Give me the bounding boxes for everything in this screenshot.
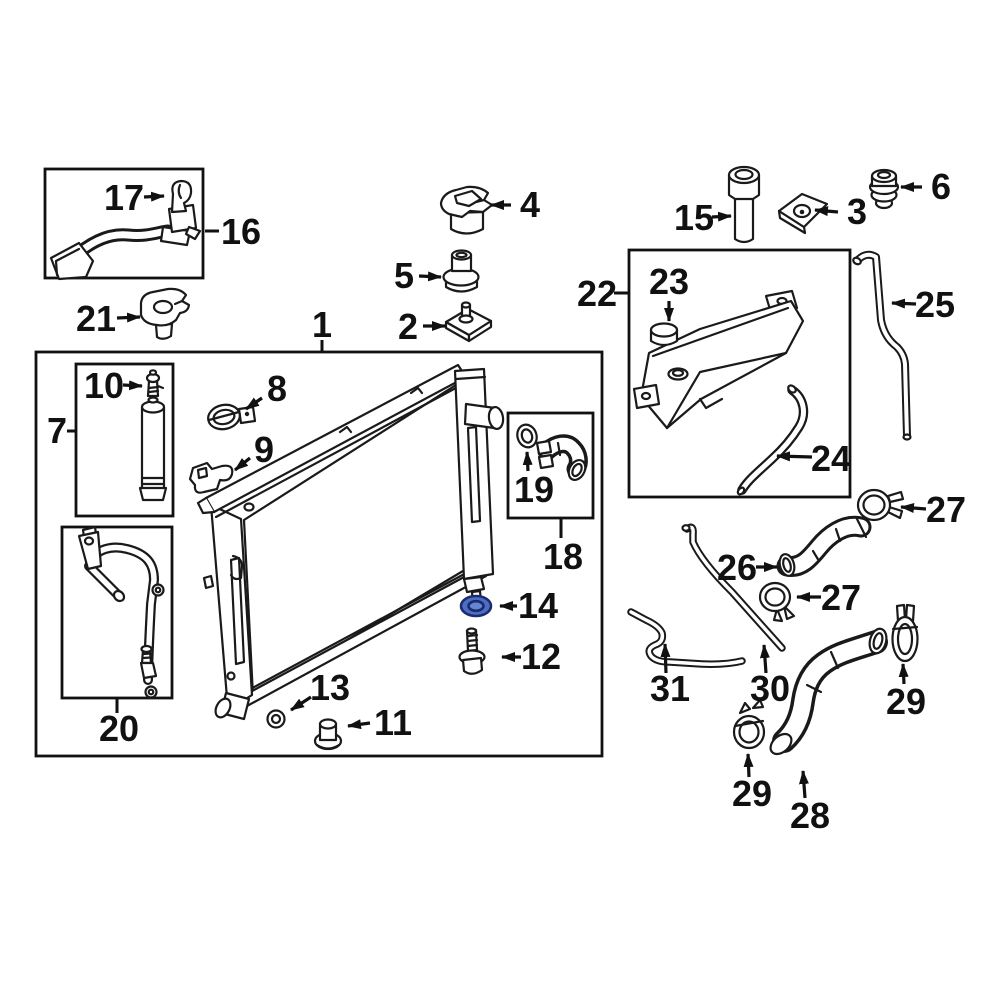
group-box-22	[627, 248, 852, 499]
callout-31[interactable]: 31	[650, 668, 690, 709]
part-12-bolt-drawing	[458, 627, 486, 675]
callout-24[interactable]: 24	[811, 438, 851, 479]
callout-9[interactable]: 9	[254, 429, 274, 470]
part-27-clamp-lower-drawing	[758, 581, 796, 623]
part-20-pipe-assembly-drawing	[77, 525, 165, 699]
part-16-hose-drawing	[49, 224, 192, 281]
arrow-to-part-10	[122, 380, 143, 391]
arrow-to-part-28	[798, 770, 809, 799]
part-31-hose-drawing	[627, 608, 746, 668]
group-box-18	[506, 411, 595, 520]
callout-5[interactable]: 5	[394, 255, 414, 296]
group-box-16	[43, 167, 205, 280]
callout-22[interactable]: 22	[577, 273, 617, 314]
arrow-to-part-13	[290, 695, 312, 712]
part-15-filler-tube-drawing	[727, 165, 761, 244]
callout-29-right[interactable]: 29	[886, 681, 926, 722]
arrow-to-part-11	[347, 719, 371, 730]
callout-17[interactable]: 17	[104, 177, 144, 218]
arrow-to-part-9	[234, 456, 251, 472]
callout-6[interactable]: 6	[931, 166, 951, 207]
part-28-lower-hose-drawing	[769, 627, 888, 756]
part-29-clamp-right-drawing	[891, 603, 919, 663]
part-23-cap-drawing	[649, 322, 679, 347]
callout-1[interactable]: 1	[312, 304, 332, 345]
callout-13[interactable]: 13	[310, 667, 350, 708]
callout-26[interactable]: 26	[717, 547, 757, 588]
part-14-oring-highlighted[interactable]	[459, 594, 493, 618]
part-11-grommet-drawing	[313, 718, 343, 751]
part-24-overflow-hose-drawing	[736, 384, 809, 496]
part-22-reservoir-tank-drawing	[632, 289, 805, 430]
part-17-valve-drawing	[167, 179, 202, 241]
callout-14[interactable]: 14	[518, 585, 558, 626]
callout-18[interactable]: 18	[543, 536, 583, 577]
part-18-outlet-elbow-drawing	[535, 434, 588, 482]
callout-19[interactable]: 19	[514, 469, 554, 510]
callout-11[interactable]: 11	[374, 702, 412, 743]
part-9-bracket-drawing	[188, 461, 234, 494]
callout-28[interactable]: 28	[790, 795, 830, 836]
arrow-to-part-31	[660, 643, 671, 674]
part-27-clamp-upper-drawing	[856, 488, 905, 522]
arrow-to-part-27-upper	[900, 503, 927, 514]
callout-27-lower[interactable]: 27	[821, 577, 861, 618]
arrow-to-part-19	[522, 451, 533, 472]
arrow-to-part-17	[143, 191, 165, 202]
part-13-oring-drawing	[266, 709, 286, 729]
callout-30[interactable]: 30	[750, 668, 790, 709]
part-19-oring-drawing	[516, 423, 538, 449]
part-25-drain-hose-drawing	[852, 250, 912, 441]
arrow-to-part-29-left	[743, 753, 754, 778]
callout-12[interactable]: 12	[521, 636, 561, 677]
arrow-to-part-8	[245, 396, 263, 411]
part-2-stud-plate-drawing	[444, 301, 493, 343]
callout-20[interactable]: 20	[99, 708, 139, 749]
arrow-to-part-21	[116, 312, 141, 323]
part-1-radiator-drawing	[196, 363, 505, 721]
part-30-hose-drawing	[681, 523, 786, 652]
callout-2[interactable]: 2	[398, 306, 418, 347]
part-4-cap-drawing	[439, 185, 494, 235]
part-26-upper-hose-drawing	[776, 515, 872, 577]
part-8-clamp-drawing	[207, 403, 257, 431]
part-29-clamp-left-drawing	[732, 698, 766, 750]
arrow-to-part-5	[418, 271, 442, 282]
part-3-mount-plate-drawing	[777, 192, 829, 235]
arrow-to-part-15	[711, 211, 732, 222]
arrow-to-part-29-right	[898, 663, 909, 685]
callout-23[interactable]: 23	[649, 261, 689, 302]
group-box-20	[60, 525, 174, 700]
callout-27-upper[interactable]: 27	[926, 489, 966, 530]
arrow-to-part-24	[776, 451, 813, 462]
arrow-to-part-3	[814, 206, 839, 217]
callout-29-left[interactable]: 29	[732, 773, 772, 814]
callout-10[interactable]: 10	[84, 365, 124, 406]
callout-15[interactable]: 15	[674, 197, 714, 238]
arrow-to-part-30	[759, 644, 770, 674]
group-box-1	[34, 350, 604, 758]
group-box-7	[74, 362, 175, 518]
callout-25[interactable]: 25	[915, 284, 955, 325]
callout-16[interactable]: 16	[221, 211, 261, 252]
callout-3[interactable]: 3	[847, 191, 867, 232]
part-21-cap-drawing	[139, 287, 191, 340]
part-6-grommet-drawing	[868, 168, 900, 210]
part-7-drier-drawing	[138, 396, 168, 502]
callout-8[interactable]: 8	[267, 368, 287, 409]
arrow-to-part-25	[891, 298, 917, 309]
part-5-mount-bushing-drawing	[442, 249, 480, 293]
callout-21[interactable]: 21	[76, 298, 116, 339]
callout-4[interactable]: 4	[520, 184, 540, 225]
part-10-valve-drawing	[145, 369, 165, 398]
callout-7[interactable]: 7	[47, 410, 67, 451]
